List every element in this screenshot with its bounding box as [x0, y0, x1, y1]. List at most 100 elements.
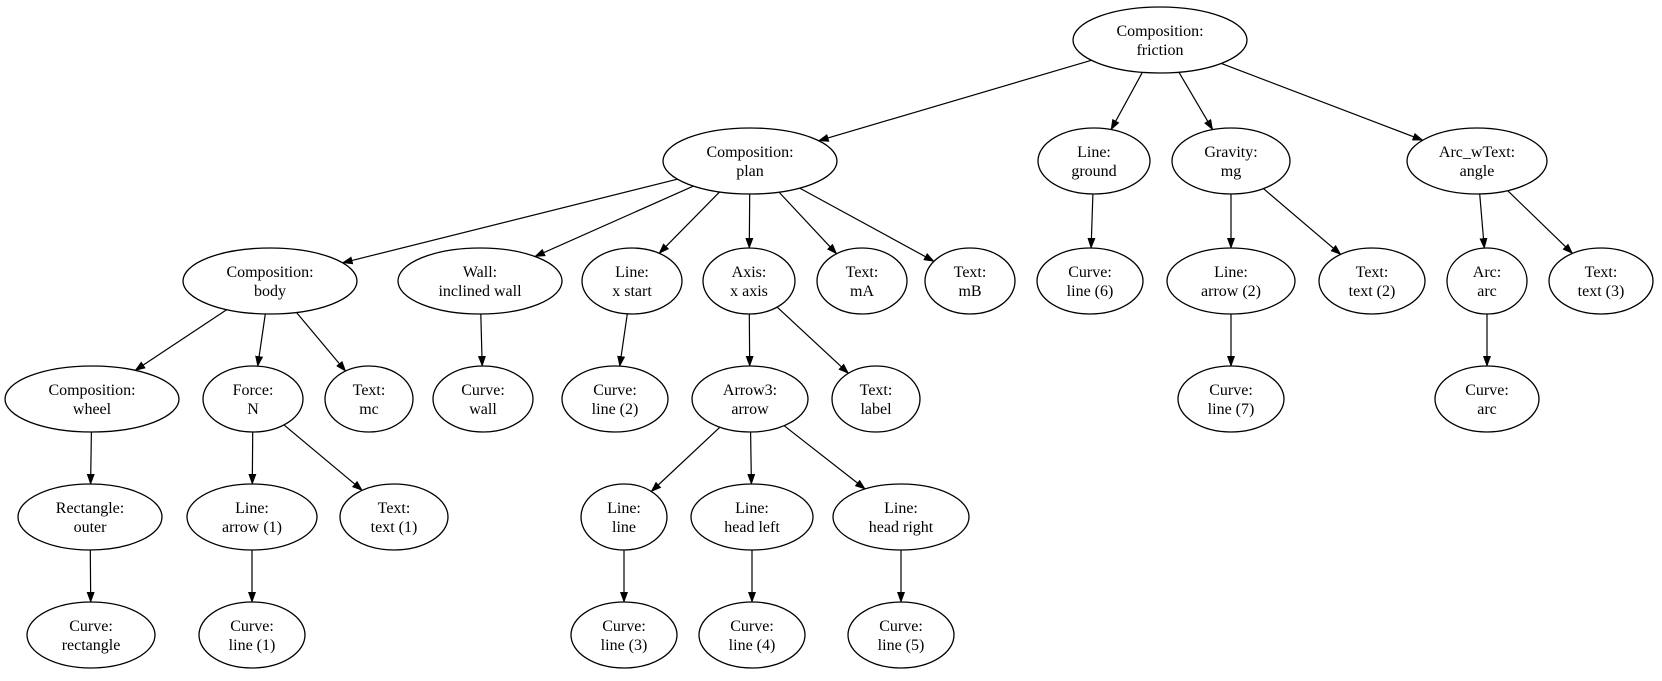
node-ellipse-line2 [561, 365, 669, 433]
node-label-type: Axis: [732, 264, 767, 281]
edge-arrow3-to-headleft [747, 431, 756, 485]
node-ellipse-outer [17, 483, 163, 551]
node-ellipse-mA [816, 247, 908, 315]
node-ellipse-headleft [690, 483, 814, 551]
node-label-type: Text: [378, 500, 411, 517]
node-label-name: arrow (2) [1201, 283, 1261, 300]
node-label-name: line (3) [601, 637, 648, 654]
edge-plan-to-xstart [658, 191, 721, 255]
node-wall: Wall:inclined wall [397, 247, 563, 315]
node-forceN: Force: N [202, 365, 304, 433]
node-ellipse-xstart [581, 247, 683, 315]
node-ellipse-line1 [198, 601, 306, 669]
node-label-name: head left [724, 519, 780, 536]
node-label-name: mg [1221, 163, 1241, 180]
edge-arrow3-to-lineline [650, 426, 721, 493]
node-label-type: Curve: [461, 382, 505, 399]
edge-plan-to-mB [799, 187, 935, 262]
node-label-type: Gravity: [1204, 144, 1257, 161]
node-line3: Curve:line (3) [570, 601, 678, 669]
node-label-type: Curve: [69, 618, 113, 635]
edge-forceN-to-text1 [283, 424, 363, 491]
node-ellipse-plan [662, 127, 838, 195]
node-line6: Curve:line (6) [1036, 247, 1144, 315]
nodes-layer: Composition:frictionComposition:planLine… [4, 6, 1654, 669]
node-wheel: Composition:wheel [4, 365, 180, 433]
node-arc: Arc:arc [1446, 247, 1528, 315]
node-label-type: Curve: [730, 618, 774, 635]
node-label-name: x start [612, 283, 652, 300]
node-text1: Text:text (1) [339, 483, 449, 551]
edge-friction-to-angle [1221, 62, 1424, 141]
node-label-type: Composition: [1116, 23, 1203, 40]
node-label-type: Curve: [1465, 382, 1509, 399]
node-ellipse-wall [397, 247, 563, 315]
node-label-name: friction [1136, 42, 1183, 59]
node-ellipse-mg [1171, 127, 1291, 195]
node-rect: Curve: rectangle [26, 601, 156, 669]
node-label-name: wall [469, 401, 497, 418]
node-curvewall: Curve: wall [432, 365, 534, 433]
node-label-type: Force: [233, 382, 274, 399]
node-label-name: line (1) [229, 637, 276, 654]
node-label-type: Text: [353, 382, 386, 399]
node-friction: Composition: friction [1072, 6, 1248, 74]
edge-angle-to-arc [1479, 193, 1488, 250]
node-label-type: Arc: [1473, 264, 1501, 281]
node-ellipse-curvewall [432, 365, 534, 433]
node-angle: Arc_wText:angle [1406, 127, 1548, 195]
node-label-type: Curve: [879, 618, 923, 635]
node-label-name: rectangle [62, 637, 121, 654]
node-label-type: Rectangle: [56, 500, 124, 517]
edge-plan-to-body [341, 178, 678, 265]
node-text2: Text:text (2) [1318, 247, 1426, 315]
node-label-name: arrow [731, 401, 769, 418]
node-ellipse-lineline [580, 483, 668, 551]
node-label-type: Curve: [230, 618, 274, 635]
node-ellipse-wheel [4, 365, 180, 433]
node-label-name: head right [869, 519, 934, 536]
node-ellipse-arrow3 [691, 365, 809, 433]
node-label-name: plan [736, 163, 764, 180]
node-label-type: Line: [615, 264, 649, 281]
node-label-name: mA [850, 283, 874, 300]
node-ellipse-xaxis [702, 247, 796, 315]
node-label-name: line (2) [592, 401, 639, 418]
node-mc: Text: mc [324, 365, 414, 433]
node-label-type: Line: [884, 500, 918, 517]
node-label-type: Arc_wText: [1439, 144, 1515, 161]
node-ground: Line: ground [1037, 127, 1151, 195]
node-label-name: line [612, 519, 636, 536]
node-mg: Gravity: mg [1171, 127, 1291, 195]
node-label-name: body [254, 283, 286, 300]
node-label-type: Line: [1077, 144, 1111, 161]
node-label-type: Text: [1585, 264, 1618, 281]
node-label-type: Curve: [1209, 382, 1253, 399]
node-line4: Curve: line (4) [698, 601, 806, 669]
edge-body-to-mc [295, 312, 347, 372]
node-label-name: ground [1071, 163, 1116, 180]
edge-body-to-wheel [134, 309, 228, 371]
node-label-name: label [860, 401, 892, 418]
node-label-name: arc [1477, 401, 1497, 418]
node-label-name: line (7) [1208, 401, 1255, 418]
edge-body-to-forceN [255, 313, 266, 368]
node-label-name: N [247, 401, 259, 418]
node-label-name: mB [958, 283, 981, 300]
node-line1: Curve: line (1) [198, 601, 306, 669]
edge-xaxis-to-label [776, 306, 850, 374]
node-curvearc: Curve: arc [1434, 365, 1540, 433]
node-arrow2: Line:arrow (2) [1166, 247, 1296, 315]
node-label-name: line (4) [729, 637, 776, 654]
node-label-type: Composition: [48, 382, 135, 399]
node-label-name: line (6) [1067, 283, 1114, 300]
edge-angle-to-text3 [1507, 190, 1574, 255]
node-outer: Rectangle:outer [17, 483, 163, 551]
node-label-type: Line: [235, 500, 269, 517]
node-line2: Curve:line (2) [561, 365, 669, 433]
node-ellipse-mc [324, 365, 414, 433]
node-label-name: mc [359, 401, 379, 418]
node-label-type: Text: [954, 264, 987, 281]
